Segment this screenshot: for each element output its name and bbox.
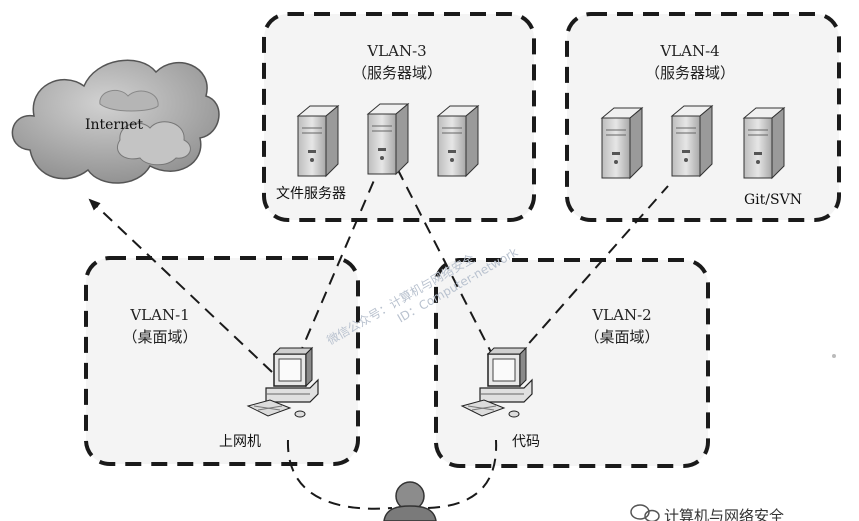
vlan3-subtitle: （服务器域） bbox=[352, 64, 442, 82]
server-icon bbox=[297, 105, 339, 177]
link-internet-pc-to-internet bbox=[88, 198, 273, 373]
link-user-to-internet-pc bbox=[286, 439, 393, 510]
link-internet-pc-to-file-server bbox=[297, 177, 376, 359]
internet-label: Internet bbox=[85, 117, 143, 133]
vlan4-title: VLAN-4 bbox=[659, 42, 719, 60]
link-code-pc-to-git-svn bbox=[515, 185, 669, 359]
server-icon bbox=[437, 105, 479, 177]
person-icon bbox=[383, 481, 437, 521]
server-icon bbox=[671, 105, 713, 177]
git-svn-label: Git/SVN bbox=[744, 192, 802, 208]
server-icon bbox=[367, 103, 409, 175]
vlan3-title: VLAN-3 bbox=[366, 42, 426, 60]
cloud-icon bbox=[11, 59, 220, 184]
footer-brand: 计算机与网络安全 bbox=[664, 507, 784, 521]
link-code-pc-to-vlan3-server bbox=[397, 169, 495, 359]
vlan2-title: VLAN-2 bbox=[591, 306, 651, 324]
vlan2-zone bbox=[434, 258, 710, 468]
file-server-label: 文件服务器 bbox=[276, 186, 346, 202]
vlan1-zone bbox=[84, 256, 360, 466]
vlan2-subtitle: （桌面域） bbox=[584, 328, 659, 346]
server-icon bbox=[743, 107, 785, 179]
wechat-icon bbox=[630, 504, 660, 521]
dot-marker bbox=[832, 354, 836, 358]
vlan4-subtitle: （服务器域） bbox=[645, 64, 735, 82]
code-pc-label: 代码 bbox=[512, 434, 540, 450]
server-icon bbox=[601, 107, 643, 179]
vlan1-title: VLAN-1 bbox=[129, 306, 189, 324]
internet-pc-label: 上网机 bbox=[219, 434, 261, 450]
vlan1-subtitle: （桌面域） bbox=[122, 328, 197, 346]
